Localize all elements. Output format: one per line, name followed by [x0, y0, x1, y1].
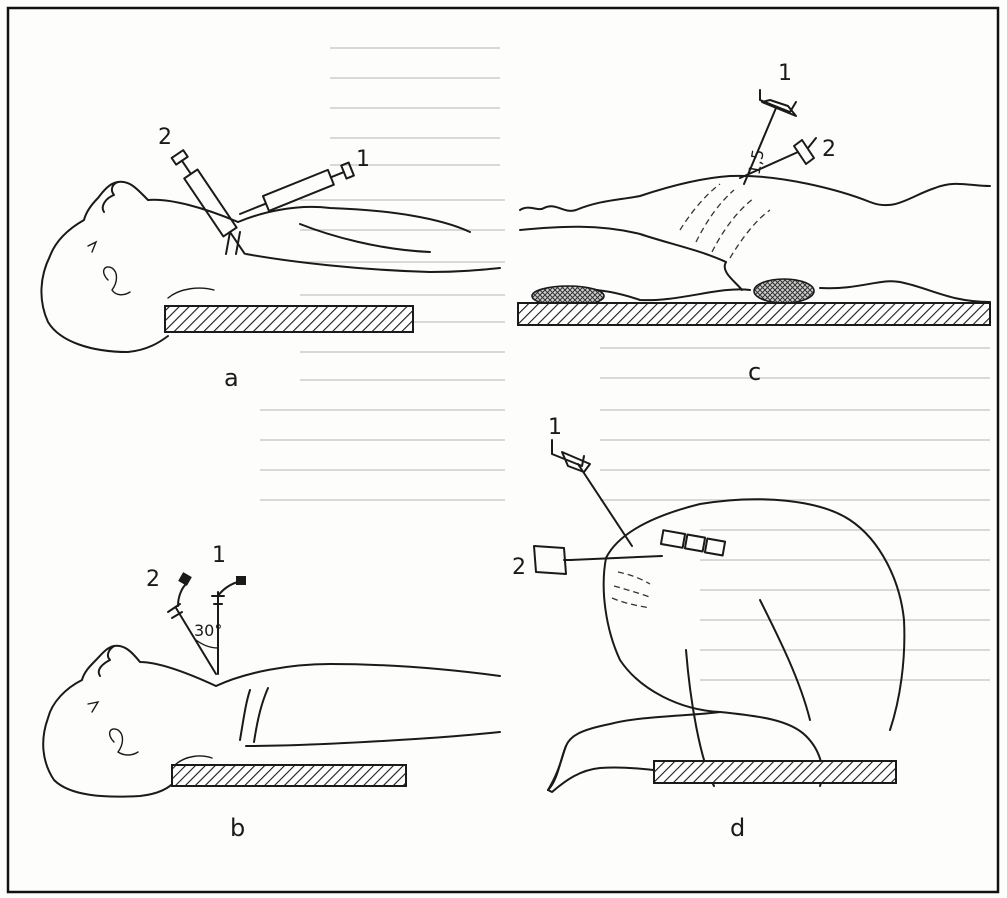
body-profile-c — [520, 176, 990, 211]
board-d — [654, 761, 896, 783]
angle-label-b: 30° — [194, 621, 222, 640]
needle-label-1-b: 1 — [212, 543, 226, 568]
needle-1-d — [578, 464, 632, 546]
needle-2-d — [570, 556, 662, 560]
hip-boxes — [661, 530, 725, 555]
panel-label-a: a — [224, 364, 239, 392]
needle-label-2-b: 2 — [146, 567, 160, 592]
pad-right-c — [754, 279, 814, 303]
board-a — [165, 306, 413, 332]
panel-d: 1 2 d — [512, 415, 904, 842]
panel-label-d: d — [730, 814, 745, 842]
figure-border — [8, 8, 998, 892]
needle-label-2-d: 2 — [512, 555, 526, 580]
board-b — [172, 765, 406, 786]
needle-2-b — [176, 608, 216, 674]
board-c — [518, 303, 990, 325]
background-text-lines — [260, 48, 990, 680]
needle-label-1-d: 1 — [548, 415, 562, 440]
panel-c: 1,5 1 2 c — [518, 61, 990, 386]
panel-label-c: c — [748, 358, 761, 386]
syringe-1-a — [237, 162, 354, 222]
panel-label-b: b — [230, 814, 245, 842]
needle-label-2-a: 2 — [158, 125, 172, 150]
needle-label-1-a: 1 — [356, 147, 370, 172]
needle-label-1-c: 1 — [778, 61, 792, 86]
needle-label-2-c: 2 — [822, 137, 836, 162]
panel-b: 30° 1 2 b — [43, 543, 500, 842]
leg-outline-d — [606, 499, 904, 730]
depth-label-c: 1,5 — [745, 148, 768, 176]
